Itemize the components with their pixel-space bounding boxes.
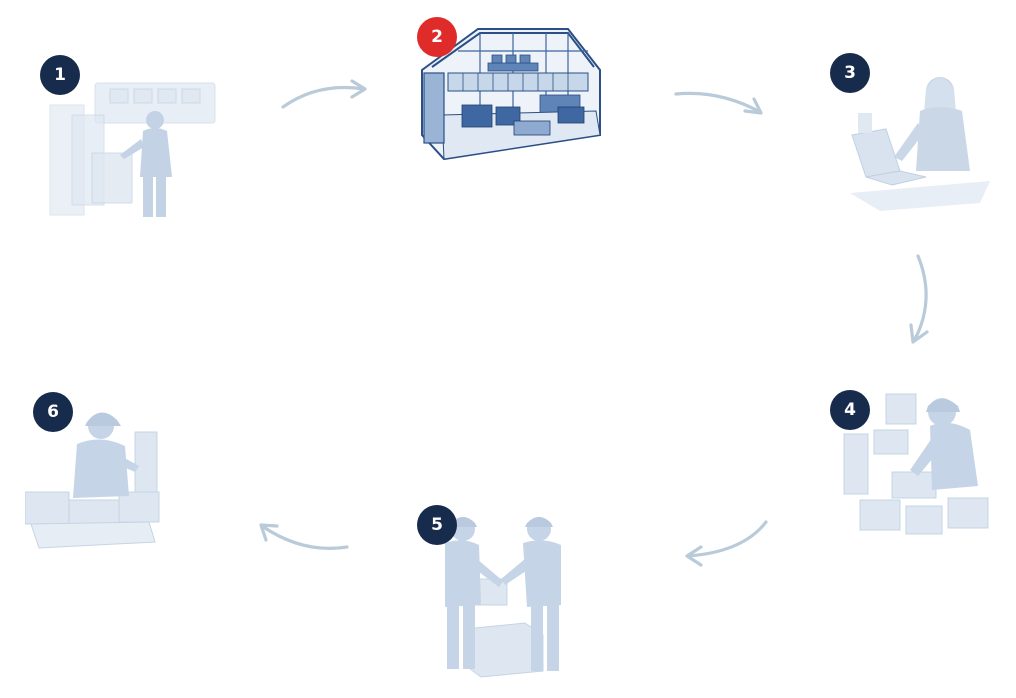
step-2: 2 bbox=[417, 15, 603, 165]
packing-worker-icon bbox=[843, 393, 989, 535]
step-3: 3 bbox=[830, 53, 1000, 223]
step-3-badge: 3 bbox=[830, 53, 870, 93]
warehouse-icon bbox=[421, 28, 601, 161]
step-4: 4 bbox=[830, 390, 1010, 560]
handover-workers-icon bbox=[445, 517, 561, 678]
production-operator-icon bbox=[49, 82, 216, 217]
arrow-1-to-2-icon bbox=[281, 79, 367, 109]
step-2-number: 2 bbox=[431, 27, 443, 47]
arrow-5-to-6-icon bbox=[259, 523, 349, 550]
office-laptop-worker-icon bbox=[850, 77, 990, 211]
step-1-badge: 1 bbox=[40, 55, 80, 95]
step-4-badge: 4 bbox=[830, 390, 870, 430]
step-1: 1 bbox=[40, 55, 230, 235]
step-5-badge: 5 bbox=[417, 505, 457, 545]
step-1-number: 1 bbox=[54, 65, 66, 85]
step-5: 5 bbox=[415, 505, 595, 690]
step-3-number: 3 bbox=[844, 63, 856, 83]
arrow-4-to-5-icon bbox=[685, 520, 768, 567]
step-6-number: 6 bbox=[47, 402, 59, 422]
step-4-number: 4 bbox=[844, 400, 856, 420]
arrow-3-to-4-icon bbox=[909, 254, 929, 344]
step-2-badge: 2 bbox=[417, 17, 457, 57]
inspection-worker-icon bbox=[25, 412, 160, 549]
step-6-badge: 6 bbox=[33, 392, 73, 432]
step-5-number: 5 bbox=[431, 515, 443, 535]
step-6: 6 bbox=[25, 392, 170, 552]
arrow-2-to-3-icon bbox=[674, 91, 763, 115]
